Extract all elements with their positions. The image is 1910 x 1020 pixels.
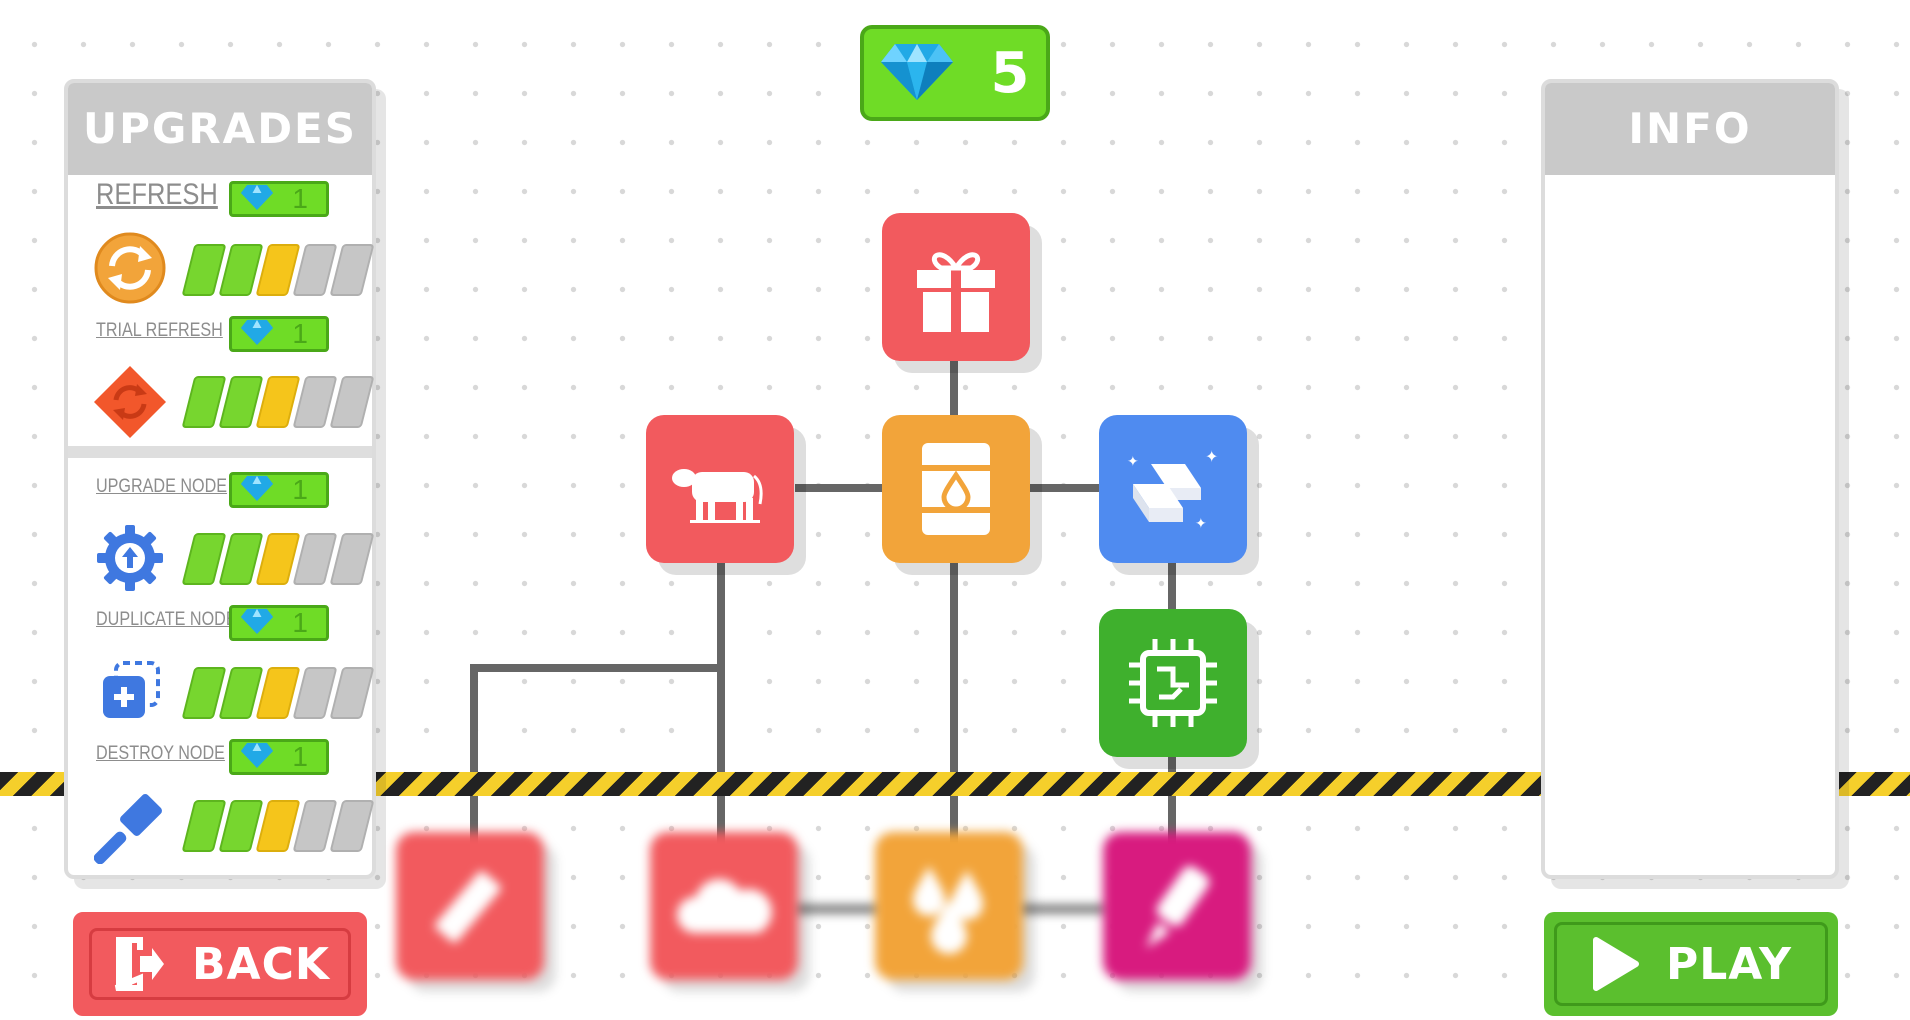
connector (795, 484, 885, 492)
gem-counter: 5 (860, 25, 1050, 121)
gift-icon (917, 252, 995, 332)
hammer-icon[interactable] (93, 790, 168, 868)
diamond-icon (880, 42, 953, 104)
upgrade-cost-duplicate-node[interactable]: 1 (229, 605, 329, 641)
info-title: INFO (1545, 83, 1835, 175)
upgrade-label-trial-refresh: TRIAL REFRESH (96, 320, 223, 341)
microchip-icon (1129, 639, 1217, 727)
drops-icon (913, 866, 983, 954)
upgrade-label-duplicate-node: DUPLICATE NODE (96, 609, 237, 630)
level-bar (329, 376, 375, 428)
node-gift[interactable] (882, 213, 1030, 361)
upgrade-cost-destroy-node[interactable]: 1 (229, 739, 329, 775)
diamond-icon (240, 184, 274, 214)
candy-icon (435, 871, 501, 943)
gold-bars-icon: ✦ ✦ ✦ (1127, 447, 1218, 532)
connector (1168, 560, 1176, 610)
node-gold[interactable]: ✦ ✦ ✦ (1099, 415, 1247, 563)
glue-icon (1146, 865, 1210, 948)
connector (793, 905, 883, 913)
level-bars-duplicate-node (181, 667, 375, 719)
upgrade-gear-icon[interactable] (95, 523, 165, 597)
play-icon (1593, 937, 1639, 991)
gem-count: 5 (990, 40, 1030, 106)
connector (717, 560, 725, 890)
connector (950, 360, 958, 420)
level-bar (329, 533, 375, 585)
play-label: PLAY (1666, 938, 1792, 990)
svg-text:✦: ✦ (1127, 454, 1139, 470)
svg-text:✦: ✦ (1205, 447, 1218, 466)
upgrade-label-upgrade-node: UPGRADE NODE (96, 476, 228, 497)
connector (1168, 752, 1176, 890)
upgrade-cost-upgrade-node[interactable]: 1 (229, 472, 329, 508)
node-drops[interactable] (875, 832, 1023, 980)
upgrade-label-refresh: REFRESH (96, 178, 218, 211)
play-button[interactable]: PLAY (1544, 912, 1838, 1016)
level-bar (329, 667, 375, 719)
back-label: BACK (192, 938, 330, 990)
refresh-icon[interactable] (94, 232, 166, 308)
level-bars-destroy-node (181, 800, 375, 852)
level-bar (329, 244, 375, 296)
connector (950, 560, 958, 890)
upgrades-title: UPGRADES (68, 83, 372, 175)
connector (1030, 484, 1102, 492)
svg-text:✦: ✦ (1195, 516, 1207, 532)
level-bars-refresh (181, 244, 375, 296)
diamond-icon (240, 475, 274, 505)
back-button[interactable]: BACK (73, 912, 367, 1016)
oil-barrel-icon (918, 443, 994, 535)
exit-door-icon (114, 937, 164, 991)
connector (470, 664, 725, 672)
node-oil[interactable] (882, 415, 1030, 563)
upgrade-cost-refresh[interactable]: 1 (229, 181, 329, 217)
node-candy[interactable] (396, 832, 544, 980)
upgrade-cost-trial-refresh[interactable]: 1 (229, 316, 329, 352)
connector (1018, 905, 1108, 913)
level-bar (329, 800, 375, 852)
cloud-icon (676, 879, 772, 933)
cow-icon (672, 469, 763, 523)
node-cloud[interactable] (650, 832, 798, 980)
node-chip[interactable] (1099, 609, 1247, 757)
back-button-frame (89, 928, 351, 1000)
duplicate-icon[interactable] (100, 660, 162, 726)
trial-refresh-icon[interactable] (92, 364, 168, 444)
upgrade-label-destroy-node: DESTROY NODE (96, 743, 225, 764)
node-cow[interactable] (646, 415, 794, 563)
diamond-icon (240, 319, 274, 349)
info-panel: INFO (1541, 79, 1839, 879)
play-button-frame (1554, 922, 1828, 1006)
diamond-icon (240, 608, 274, 638)
panel-divider (68, 446, 372, 458)
diamond-icon (240, 742, 274, 772)
level-bars-trial-refresh (181, 376, 375, 428)
level-bars-upgrade-node (181, 533, 375, 585)
node-glue[interactable] (1103, 832, 1251, 980)
